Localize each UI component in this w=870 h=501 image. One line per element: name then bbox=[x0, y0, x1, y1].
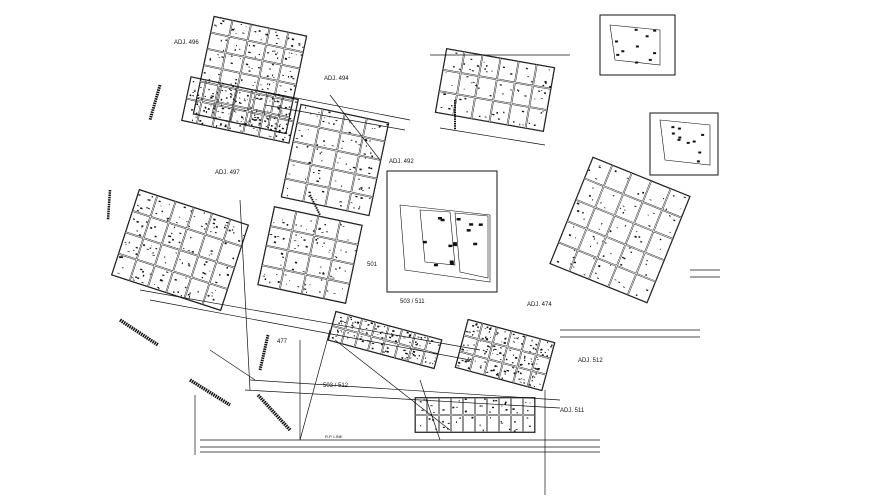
hatched-bar bbox=[148, 84, 162, 121]
inset-plan-center bbox=[386, 170, 498, 293]
plot-block bbox=[414, 397, 536, 433]
parcel-outline bbox=[609, 24, 661, 66]
label-adj-494: ADJ. 494 bbox=[324, 76, 349, 82]
road-lines bbox=[139, 54, 720, 495]
hatched-bar bbox=[189, 378, 231, 407]
label-adj-492: ADJ. 492 bbox=[389, 159, 414, 165]
plot-block bbox=[549, 156, 691, 304]
label-477: 477 bbox=[277, 339, 288, 345]
plot-block bbox=[192, 15, 308, 135]
label-501: 501 bbox=[367, 262, 378, 268]
plot-blocks bbox=[110, 15, 691, 433]
plot-block bbox=[257, 206, 363, 304]
plot-block bbox=[280, 103, 390, 217]
parcel-outline bbox=[399, 204, 491, 283]
label-adj-511: ADJ. 511 bbox=[560, 408, 585, 414]
parcel-outline bbox=[659, 119, 711, 166]
parcel-outline bbox=[454, 212, 489, 279]
parcel-outline bbox=[419, 209, 456, 266]
label-503-512: 503 / 512 bbox=[323, 383, 349, 389]
label-adj-497: ADJ. 497 bbox=[215, 170, 240, 176]
plot-block bbox=[454, 318, 556, 392]
hatched-bar bbox=[106, 189, 112, 221]
inset-details bbox=[399, 24, 711, 283]
label-adj-474: ADJ. 474 bbox=[527, 302, 552, 308]
hatched-bars bbox=[106, 84, 456, 432]
plot-block bbox=[181, 76, 299, 144]
hatched-bar bbox=[119, 318, 159, 347]
label-adj-496: ADJ. 496 bbox=[174, 40, 199, 46]
inset-plan-top-right bbox=[599, 14, 676, 76]
hatched-bar bbox=[309, 194, 321, 216]
label-503-511: 503 / 511 bbox=[400, 299, 425, 305]
hatched-bar bbox=[258, 334, 270, 371]
hatched-bar bbox=[256, 393, 292, 432]
plot-block bbox=[327, 310, 443, 370]
label-road-line: R.P. LINE bbox=[325, 434, 343, 439]
plot-block bbox=[110, 188, 250, 312]
label-adj-512: ADJ. 512 bbox=[578, 358, 603, 364]
plot-block bbox=[434, 47, 556, 133]
